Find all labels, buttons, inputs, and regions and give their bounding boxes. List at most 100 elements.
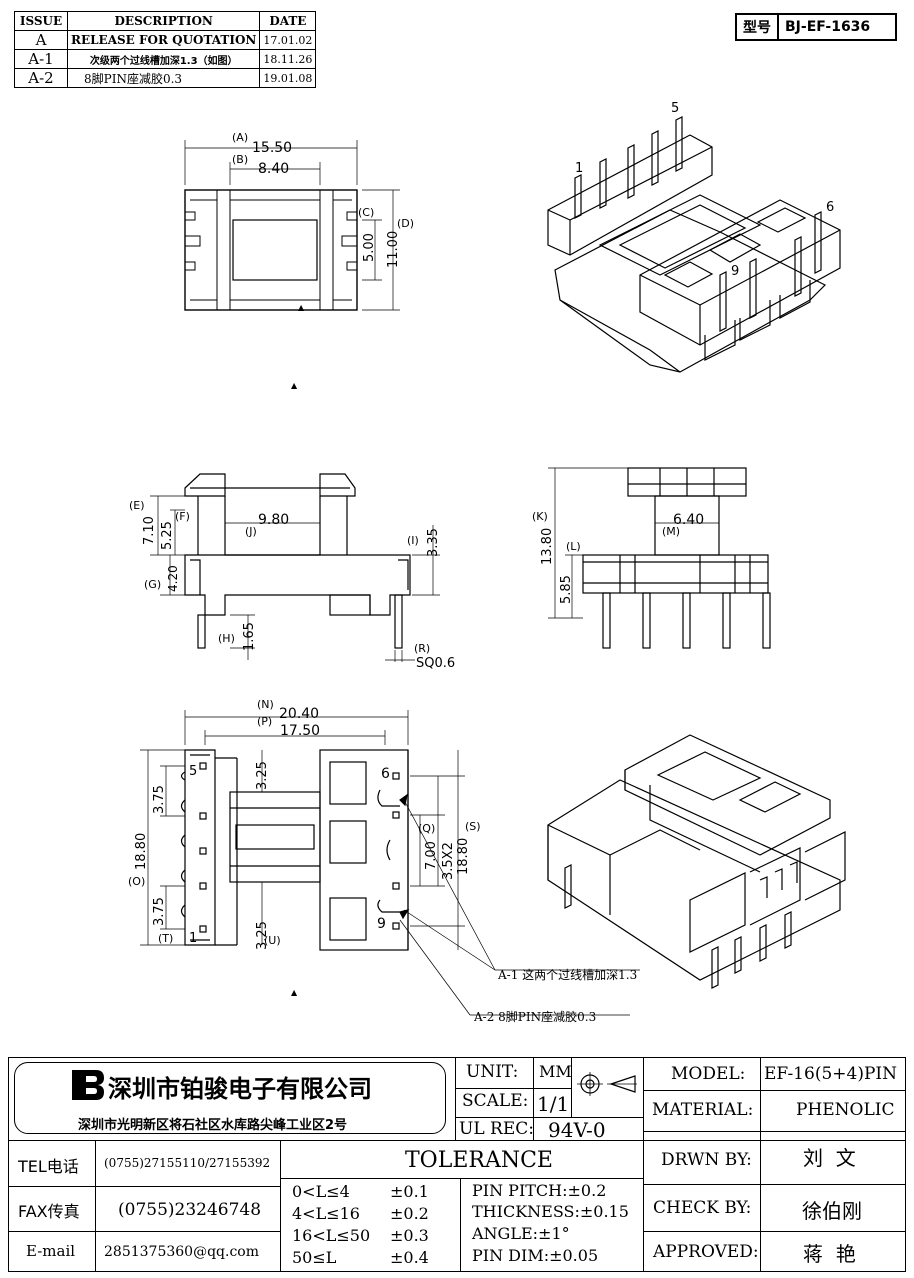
dim-q-value: 7.00 <box>424 841 439 870</box>
scale-value: 1/1 <box>537 1092 570 1116</box>
revision-issue: A-2 <box>14 68 68 88</box>
model-left-border <box>643 1057 644 1271</box>
tolerance-value: ±0.1 <box>390 1182 429 1201</box>
company-address: 深圳市光明新区将石社区水库路尖峰工业区2号 <box>78 1118 348 1133</box>
ul-value: 94V-0 <box>548 1118 606 1142</box>
dim-j-tag: (J) <box>245 525 257 538</box>
dim-q-tag: (Q) <box>418 822 435 835</box>
email-label: E-mail <box>26 1242 76 1260</box>
dim-o-value: 18.80 <box>134 833 149 870</box>
dim-o-tag: (O) <box>128 875 145 888</box>
dim-a-tag: (A) <box>232 131 248 144</box>
dim-u1-value: 3.25 <box>255 761 270 790</box>
approved-value: 蒋 艳 <box>803 1242 856 1266</box>
pin-pitch-tolerance: PIN PITCH:±0.2 <box>472 1181 607 1200</box>
dim-m-value: 6.40 <box>673 512 704 528</box>
dim-pitch1-value: 3.75 <box>152 785 167 814</box>
unit-label: UNIT: <box>466 1062 519 1082</box>
dim-a-value: 15.50 <box>252 140 292 156</box>
view-marker: ▲ <box>291 381 298 390</box>
svg-text:▲: ▲ <box>298 303 305 312</box>
dim-j-value: 9.80 <box>258 512 289 528</box>
title-block-right-border <box>905 1057 906 1271</box>
revision-issue: A-1 <box>14 49 68 69</box>
pin-label-1: 1 <box>575 161 583 176</box>
dim-d-tag: (D) <box>397 217 414 230</box>
fax-row-line <box>8 1231 280 1232</box>
dim-c-tag: (C) <box>358 206 374 219</box>
dim-k-value: 13.80 <box>540 528 555 565</box>
title-block-top-border <box>8 1057 906 1058</box>
tolerance-row-line <box>280 1178 643 1179</box>
revision-date: 18.11.26 <box>259 49 317 69</box>
check-by-label: CHECK BY: <box>653 1198 752 1218</box>
top-view: ▲ <box>184 140 400 312</box>
note-a1: A-1 这两个过线槽加深1.3 <box>497 967 637 982</box>
tolerance-range: 0<L≤4 <box>292 1182 350 1201</box>
dim-g-value: 4.20 <box>166 565 180 592</box>
drawn-row-line <box>643 1184 905 1185</box>
tel-row-line <box>8 1186 280 1187</box>
pin-label-5: 5 <box>671 101 679 116</box>
part-number-label: 型号 <box>743 20 771 36</box>
unit-value-divider <box>571 1057 572 1117</box>
dim-b-value: 8.40 <box>258 161 289 177</box>
dim-h-value: 1.65 <box>242 622 257 651</box>
dim-l-value: 5.85 <box>559 575 574 604</box>
model-label: MODEL: <box>671 1064 746 1084</box>
scale-row-line <box>455 1117 643 1118</box>
contact-right-border <box>280 1140 281 1271</box>
dim-q2-value: 3.5X2 <box>441 842 456 880</box>
dim-s-value: 18.80 <box>456 838 471 875</box>
dim-b-tag: (B) <box>232 153 248 166</box>
thickness-tolerance: THICKNESS:±0.15 <box>472 1202 629 1221</box>
dim-p-tag: (P) <box>257 715 272 728</box>
dim-t-tag: (T) <box>158 932 173 945</box>
approved-label: APPROVED: <box>653 1242 759 1262</box>
unit-left-border <box>455 1057 456 1140</box>
company-name: 深圳市铂骏电子有限公司 <box>108 1075 372 1103</box>
pin-label-9: 9 <box>377 916 386 932</box>
unit-row-line <box>455 1088 571 1089</box>
dim-d-value: 11.00 <box>386 231 401 268</box>
title-block-divider <box>8 1140 906 1141</box>
dim-g-tag: (G) <box>144 578 161 591</box>
dim-f-value: 5.25 <box>160 521 175 550</box>
dim-c-value: 5.00 <box>362 233 377 262</box>
end-view <box>548 467 771 649</box>
unit-value: MM <box>539 1062 572 1081</box>
projection-symbol-icon <box>577 1072 639 1106</box>
technical-drawing: ▲ (A) 15.50 (B) 8.40 (C) (D) 5.00 11.00 … <box>128 101 846 1024</box>
part-number-box: 型号 BJ-EF-1636 <box>735 13 897 41</box>
drawn-by-value: 刘 文 <box>803 1146 856 1170</box>
dim-u-tag: (U) <box>264 934 281 947</box>
ul-label: UL REC: <box>459 1119 534 1139</box>
isometric-view-top <box>547 116 841 373</box>
pin-label-1: 1 <box>189 931 197 946</box>
company-logo <box>70 1068 106 1102</box>
dim-p-value: 17.50 <box>280 723 320 739</box>
scale-label: SCALE: <box>462 1091 529 1111</box>
pin-label-6: 6 <box>381 766 390 782</box>
pin-dim-tolerance: PIN DIM:±0.05 <box>472 1246 599 1265</box>
view-marker: ▲ <box>291 988 298 997</box>
tel-label: TEL电话 <box>18 1157 79 1176</box>
contact-divider <box>95 1140 96 1271</box>
dim-e-value: 7.10 <box>142 516 157 545</box>
tolerance-divider <box>460 1178 461 1271</box>
dim-f-tag: (F) <box>175 510 190 523</box>
revision-row: A-2 8脚PIN座减胶0.3 19.01.08 <box>14 68 317 88</box>
tolerance-range: 50≤L <box>292 1248 337 1267</box>
tolerance-range: 4<L≤16 <box>292 1204 360 1223</box>
fax-label: FAX传真 <box>18 1202 80 1221</box>
dim-n-value: 20.40 <box>279 706 319 722</box>
dim-n-tag: (N) <box>257 698 274 711</box>
fax-value: (0755)23246748 <box>118 1200 262 1220</box>
email-value: 2851375360@qq.com <box>104 1244 259 1260</box>
dim-h-tag: (H) <box>218 632 235 645</box>
dim-m-tag: (M) <box>662 525 680 538</box>
tolerance-value: ±0.2 <box>390 1204 429 1223</box>
material-label: MATERIAL: <box>652 1100 754 1120</box>
revision-row: A-1 次级两个过线槽加深1.3（如图） 18.11.26 <box>14 49 317 69</box>
revision-description: 8脚PIN座减胶0.3 <box>66 68 261 88</box>
